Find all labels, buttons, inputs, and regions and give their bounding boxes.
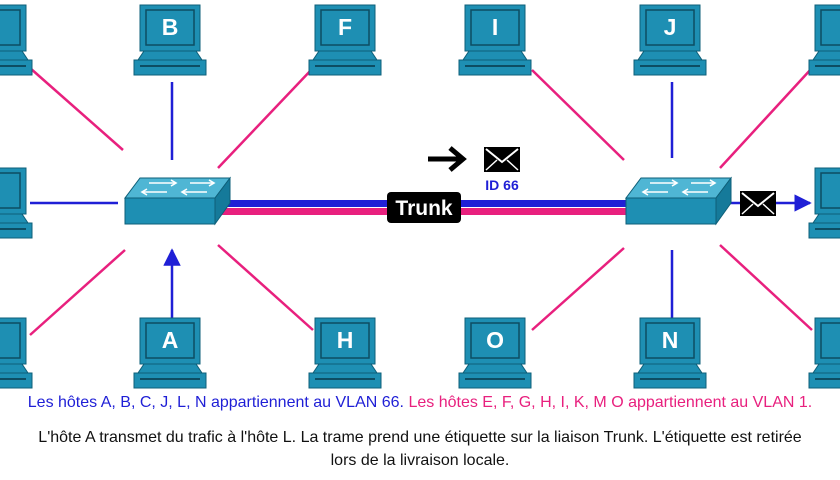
caption-explanation-end: lors de la livraison locale. bbox=[330, 452, 510, 469]
host-n-label: N bbox=[662, 327, 679, 353]
host-b-label: B bbox=[162, 14, 179, 40]
link-bottom-right bbox=[719, 244, 813, 331]
link-h bbox=[217, 244, 314, 331]
host-mid-left bbox=[0, 167, 33, 239]
host-o-label: O bbox=[486, 327, 504, 353]
host-bottom-left bbox=[0, 317, 33, 389]
link-bottom-left bbox=[29, 249, 126, 336]
envelope-icon bbox=[484, 147, 520, 172]
host-i-label: I bbox=[492, 14, 498, 40]
link-f bbox=[217, 67, 314, 169]
link-top-left bbox=[29, 67, 124, 151]
links-right-switch bbox=[531, 67, 813, 331]
envelope-icon bbox=[740, 191, 776, 216]
arrow-right-icon bbox=[428, 146, 467, 172]
host-mid-right bbox=[808, 167, 840, 239]
host-a: A bbox=[133, 317, 207, 389]
caption-vlan-other: Les hôtes E, F, G, H, I, K, M O appartie… bbox=[408, 394, 813, 411]
host-top-right bbox=[808, 4, 840, 76]
caption-vlan-membership: Les hôtes A, B, C, J, L, N appartiennent… bbox=[0, 394, 840, 412]
host-f-label: F bbox=[338, 14, 352, 40]
switch-left bbox=[124, 177, 231, 225]
tagged-frame: ID 66 bbox=[428, 146, 520, 193]
trunk-label: Trunk bbox=[387, 192, 461, 223]
frame-tag-label: ID 66 bbox=[485, 177, 519, 193]
host-a-label: A bbox=[162, 327, 179, 353]
trunk-label-text: Trunk bbox=[395, 197, 452, 220]
caption-vlan66: Les hôtes A, B, C, J, L, N appartiennent… bbox=[27, 394, 404, 411]
host-top-left bbox=[0, 4, 33, 76]
host-b: B bbox=[133, 4, 207, 76]
switch-right bbox=[625, 177, 732, 225]
host-o: O bbox=[458, 317, 532, 389]
host-j-label: J bbox=[664, 14, 677, 40]
host-h: H bbox=[308, 317, 382, 389]
link-o bbox=[531, 247, 625, 331]
link-i bbox=[531, 69, 625, 161]
host-n: N bbox=[633, 317, 707, 389]
host-bottom-right bbox=[808, 317, 840, 389]
host-h-label: H bbox=[337, 327, 354, 353]
links-left-switch bbox=[29, 67, 314, 336]
link-top-right bbox=[719, 67, 813, 169]
caption-explanation: L'hôte A transmet du trafic à l'hôte L. … bbox=[38, 429, 802, 446]
host-f: F bbox=[308, 4, 382, 76]
host-j: J bbox=[633, 4, 707, 76]
host-i: I bbox=[458, 4, 532, 76]
